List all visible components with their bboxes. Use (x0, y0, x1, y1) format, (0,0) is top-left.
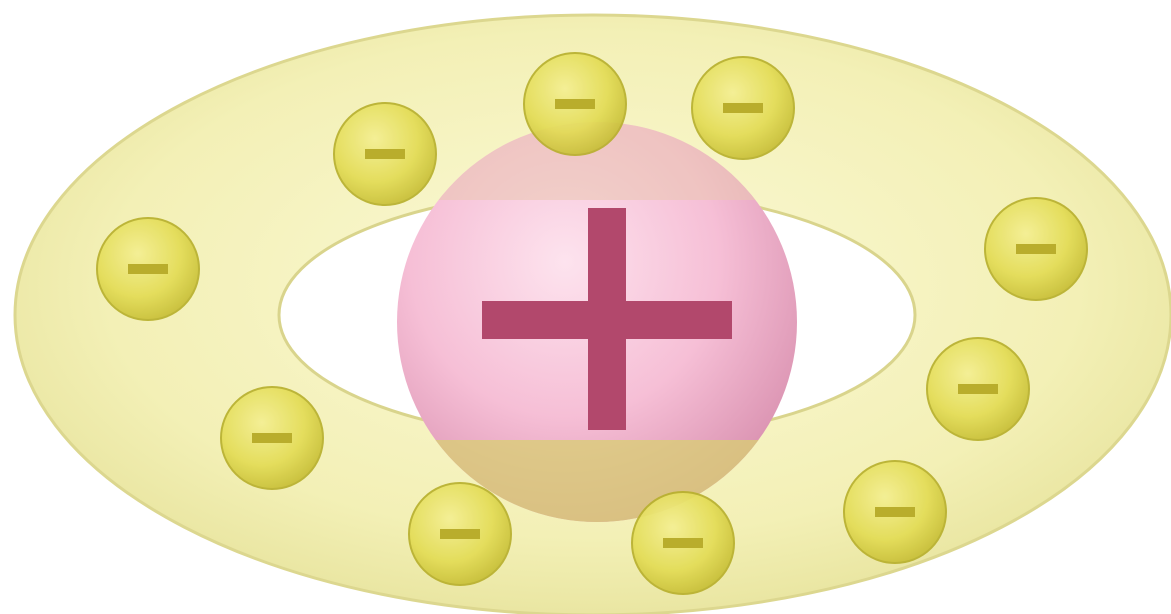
electron (524, 53, 626, 155)
minus-sign-icon (663, 538, 703, 548)
minus-sign-icon (958, 384, 998, 394)
electron (221, 387, 323, 489)
minus-sign-icon (1016, 244, 1056, 254)
electron (844, 461, 946, 563)
minus-sign-icon (875, 507, 915, 517)
electron (334, 103, 436, 205)
electron (985, 198, 1087, 300)
electron (927, 338, 1029, 440)
electron (632, 492, 734, 594)
minus-sign-icon (723, 103, 763, 113)
minus-sign-icon (252, 433, 292, 443)
electron (409, 483, 511, 585)
electron (97, 218, 199, 320)
minus-sign-icon (128, 264, 168, 274)
electron (692, 57, 794, 159)
nucleus: + (397, 122, 797, 522)
minus-sign-icon (365, 149, 405, 159)
minus-sign-icon (555, 99, 595, 109)
minus-sign-icon (440, 529, 480, 539)
